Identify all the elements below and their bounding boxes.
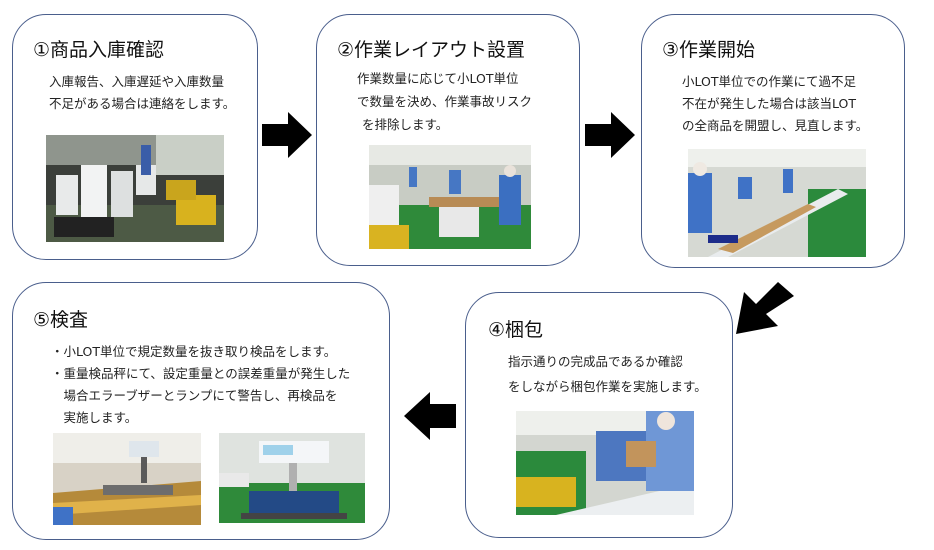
arrow-right-1-icon: [262, 112, 312, 158]
step-5-bullet-2-line-2: 場合エラーブザーとランプにて警告し、再検品を: [51, 388, 338, 403]
step-1-photo-warehouse: [46, 135, 224, 242]
step-5-photo-scale: [219, 433, 365, 523]
step-1-title: ①商品入庫確認: [33, 39, 165, 61]
arrow-left-icon: [404, 392, 456, 440]
step-5-bullet-2-line-1: ・重量検品秤にて、設定重量との誤差重量が発生した: [51, 366, 351, 381]
step-5-photo-inspection: [53, 433, 201, 525]
step-2-box: ②作業レイアウト設置 作業数量に応じて小LOT単位 で数量を決め、作業事故リスク…: [316, 14, 580, 266]
step-4-line-2: をしながら梱包作業を実施します。: [508, 379, 707, 394]
step-1-line-1: 入庫報告、入庫遅延や入庫数量: [49, 74, 225, 89]
step-4-photo-packing: [516, 411, 694, 515]
step-5-bullet-2-line-3: 実施します。: [51, 410, 138, 425]
step-3-photo-work: [688, 149, 866, 257]
step-1-description: 入庫報告、入庫遅延や入庫数量 不足がある場合は連絡をします。: [49, 71, 235, 115]
step-4-box: ④梱包 指示通りの完成品であるか確認 をしながら梱包作業を実施します。: [465, 292, 733, 538]
step-5-bullets: ・小LOT単位で規定数量を抜き取り検品をします。 ・重量検品秤にて、設定重量との…: [51, 341, 350, 429]
step-2-photo-layout: [369, 145, 531, 249]
step-5-title: ⑤検査: [33, 309, 89, 331]
step-2-line-1: 作業数量に応じて小LOT単位: [357, 71, 519, 86]
step-3-title: ③作業開始: [662, 39, 756, 61]
step-2-line-3: を排除します。: [362, 117, 449, 132]
step-2-description: 作業数量に応じて小LOT単位 で数量を決め、作業事故リスク を排除します。: [357, 67, 532, 136]
step-5-bullet-1: ・小LOT単位で規定数量を抜き取り検品をします。: [51, 344, 337, 359]
step-2-line-2: で数量を決め、作業事故リスク: [357, 94, 533, 109]
step-3-line-3: の全商品を開盟し、見直します。: [682, 118, 869, 133]
step-3-box: ③作業開始 小LOT単位での作業にて過不足 不在が発生した場合は該当LOT の全…: [641, 14, 905, 268]
step-1-box: ①商品入庫確認 入庫報告、入庫遅延や入庫数量 不足がある場合は連絡をします。: [12, 14, 258, 260]
step-4-description: 指示通りの完成品であるか確認 をしながら梱包作業を実施します。: [508, 349, 707, 399]
step-4-line-1: 指示通りの完成品であるか確認: [508, 354, 683, 369]
arrow-right-2-icon: [585, 112, 635, 158]
step-4-title: ④梱包: [488, 319, 544, 341]
arrow-down-left-icon: [736, 282, 794, 334]
step-2-title: ②作業レイアウト設置: [337, 39, 526, 61]
step-3-line-2: 不在が発生した場合は該当LOT: [682, 96, 856, 111]
step-5-box: ⑤検査 ・小LOT単位で規定数量を抜き取り検品をします。 ・重量検品秤にて、設定…: [12, 282, 390, 540]
step-3-description: 小LOT単位での作業にて過不足 不在が発生した場合は該当LOT の全商品を開盟し…: [682, 71, 868, 137]
step-1-line-2: 不足がある場合は連絡をします。: [49, 96, 236, 111]
step-3-line-1: 小LOT単位での作業にて過不足: [682, 74, 856, 89]
